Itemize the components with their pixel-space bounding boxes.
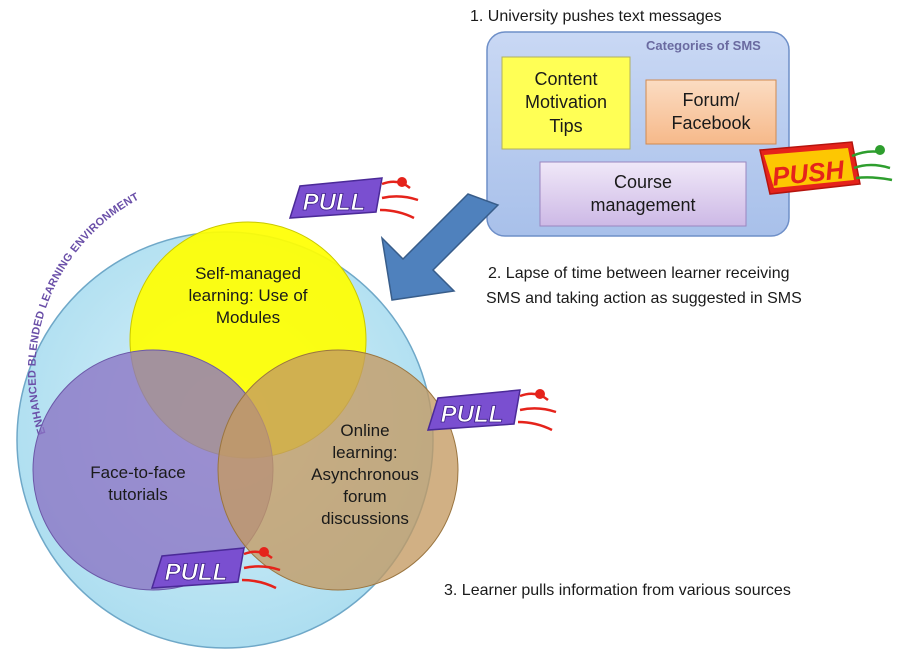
online-line-4: forum [343, 487, 387, 507]
content-box [501, 56, 631, 150]
sms-to-environment-arrow [380, 193, 500, 301]
content-line: Content [534, 68, 598, 89]
content-box-text: Content Motivation Tips [502, 57, 630, 149]
self-managed-line-1: Self-managed [195, 264, 301, 283]
online-line-2: learning: [332, 443, 398, 463]
pull-badge-bottom: PULL [150, 547, 281, 590]
pull-text: PULL [441, 401, 504, 428]
motivation-line: Motivation [524, 92, 608, 113]
step-1-label: 1. University pushes text messages [470, 8, 722, 25]
step-2-label-line1: 2. Lapse of time between learner receivi… [488, 265, 790, 282]
sms-panel-title: Categories of SMS [646, 38, 761, 53]
forum-box-text: Forum/ Facebook [646, 80, 776, 144]
online-line-3: Asynchronous [311, 465, 419, 485]
online-line-5: discussions [321, 509, 409, 529]
face-to-face-text: Face-to-face tutorials [68, 462, 208, 506]
pull-badge-top: PULL [288, 177, 419, 220]
step-2-label-line2: SMS and taking action as suggested in SM… [486, 290, 802, 307]
pull-text: PULL [303, 189, 366, 216]
tips-line: Tips [549, 115, 583, 136]
online-learning-circle [217, 349, 459, 591]
course-box-text: Course management [540, 162, 746, 226]
face-to-face-line-2: tutorials [108, 485, 168, 505]
course-line: Course [613, 171, 672, 192]
push-badge: PUSH [759, 141, 893, 195]
self-managed-line-3: Modules [215, 308, 281, 328]
self-managed-text: Self-managed learning: Use of Modules [168, 263, 328, 329]
face-to-face-line-1: Face-to-face [90, 463, 186, 482]
forum-facebook-box [645, 79, 777, 145]
online-line-1: Online [340, 421, 390, 440]
facebook-line: Facebook [671, 113, 751, 133]
pull-badge-right: PULL [426, 389, 557, 432]
forum-line: Forum/ [682, 89, 740, 110]
step-3-label: 3. Learner pulls information from variou… [444, 582, 791, 599]
management-line: management [590, 195, 696, 215]
course-management-box [539, 161, 747, 227]
self-managed-line-2: learning: Use of [188, 286, 308, 306]
pull-text: PULL [165, 559, 228, 586]
online-learning-text: Online learning: Asynchronous forum disc… [300, 420, 430, 530]
